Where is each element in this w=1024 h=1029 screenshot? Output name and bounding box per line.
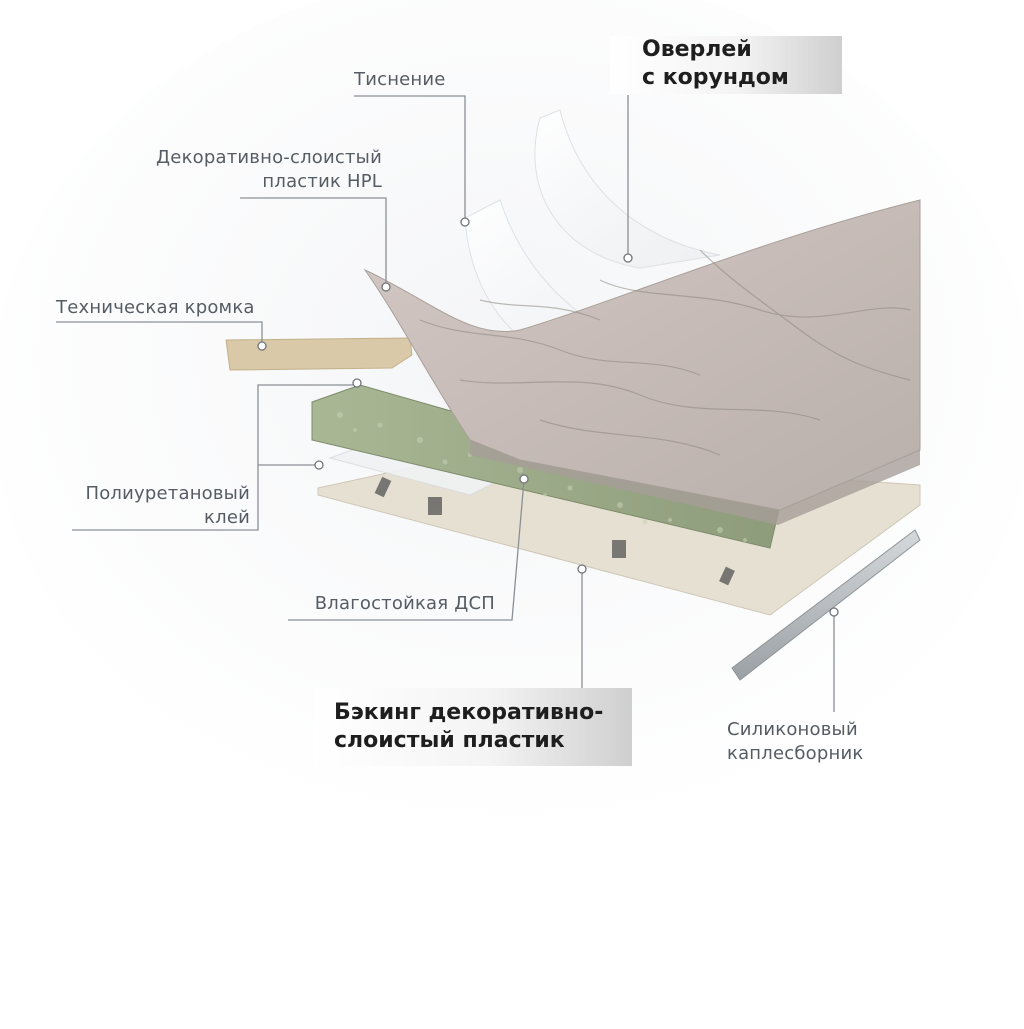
overlay-film: [534, 109, 721, 269]
hpl-edge: [470, 440, 920, 525]
highlight-backing: Бэкинг декоративно- слоистый пластик: [314, 688, 632, 766]
label-chipboard: Влагостойкая ДСП: [314, 593, 495, 614]
highlight-backing-line1: Бэкинг декоративно-: [334, 700, 604, 725]
label-embossing: Тиснение: [354, 69, 446, 90]
highlight-overlay-line2: с корундом: [642, 65, 789, 90]
label-glue-line1: Полиуретановый: [85, 483, 250, 504]
hpl-marble-sheet: [363, 199, 921, 511]
highlight-overlay: Оверлей с корундом: [610, 36, 842, 94]
highlight-backing-line2: слоистый пластик: [334, 728, 565, 753]
leader-dots: [257, 217, 839, 617]
highlight-overlay-line1: Оверлей: [642, 37, 752, 62]
silicone-drip-strip: [731, 529, 921, 681]
leader-lines: [56, 95, 835, 712]
label-glue: Полиуретановый клей: [40, 482, 250, 530]
chipboard-texture: [337, 412, 747, 542]
label-technical-edge: Техническая кромка: [56, 297, 255, 318]
label-hpl-line2: пластик HPL: [262, 171, 382, 192]
backing-print: [374, 476, 735, 586]
label-drip-line1: Силиконовый: [727, 719, 858, 740]
label-hpl: Декоративно-слоистый пластик HPL: [120, 146, 382, 194]
marble-veins: [419, 249, 911, 456]
label-drip-edge: Силиконовый каплесборник: [727, 718, 863, 766]
label-drip-line2: каплесборник: [727, 743, 864, 764]
label-glue-line2: клей: [204, 507, 250, 528]
technical-edge-strip: [225, 337, 413, 371]
label-hpl-line1: Декоративно-слоистый: [156, 147, 382, 168]
